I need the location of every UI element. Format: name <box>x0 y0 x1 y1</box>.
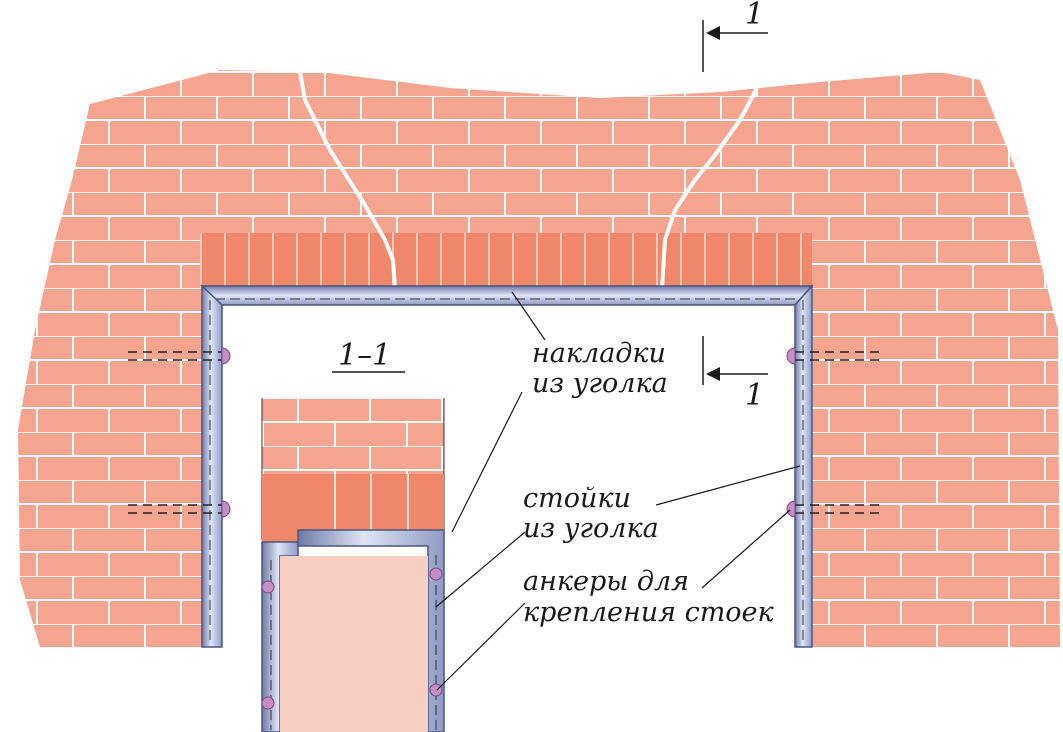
label-anchors-line2: крепления стоек <box>523 597 775 628</box>
left-crack <box>298 71 397 289</box>
section-mark-label-bottom: 1 <box>745 378 764 413</box>
leader-lines <box>435 291 801 691</box>
label-posts-line2: из уголка <box>523 513 659 544</box>
section-mark-top <box>702 20 768 72</box>
section-inset <box>261 398 445 732</box>
top-angle-overlay <box>200 285 814 306</box>
label-overlays-line1: накладки <box>532 338 666 369</box>
section-mark-label-top: 1 <box>745 0 764 32</box>
lintel-bricks <box>200 233 812 289</box>
label-overlays-line2: из уголка <box>532 368 668 399</box>
section-mark-bottom <box>702 336 768 385</box>
label-posts-line1: стойки <box>523 483 631 514</box>
section-title: 1–1 <box>338 338 391 373</box>
right-crack <box>660 87 759 289</box>
anchor-hidden-lines <box>128 351 885 514</box>
anchor-heads <box>221 347 796 518</box>
label-anchors-line1: анкеры для <box>523 566 689 597</box>
left-angle-post <box>201 284 223 648</box>
